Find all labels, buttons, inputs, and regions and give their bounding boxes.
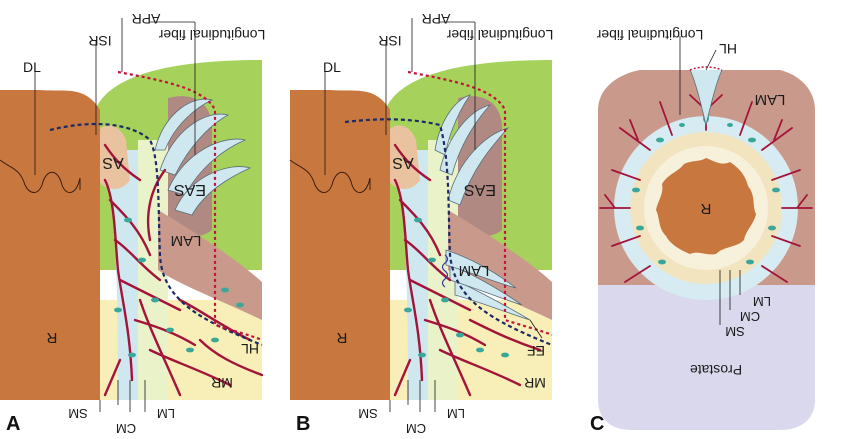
panel-a-label-r: R <box>46 329 57 346</box>
panel-c-rectum <box>656 158 756 255</box>
panel-a-label-dl: DL <box>23 59 41 75</box>
panel-b-levator <box>448 210 552 320</box>
panel-a-vessels <box>103 143 264 397</box>
panel-c-hiatal-ligament <box>689 69 723 126</box>
panel-a-letter: A <box>6 413 20 435</box>
panel-b-pointer-lines <box>324 18 543 412</box>
panel-b-label-cm: CM <box>406 421 426 436</box>
panel-a-label-mr: MR <box>211 375 233 391</box>
panel-a-pointer-lines <box>34 18 196 412</box>
panel-a-longitudinal-fibers <box>154 98 252 216</box>
panel-c-hl-dotted <box>689 66 723 71</box>
panel-b-label-apr: APR <box>422 11 451 27</box>
panel-b-labels: APR ISR Longitudinal fiber DL AS EAS LAM… <box>296 11 553 436</box>
panel-b-label-r: R <box>336 329 347 346</box>
panel-a: APR ISR Longitudinal fiber DL AS EAS LAM… <box>0 11 265 436</box>
panel-b-rectum <box>290 90 390 400</box>
panel-a-labels: APR ISR Longitudinal fiber DL AS EAS LAM… <box>6 11 265 436</box>
panel-a-label-apr: APR <box>132 11 161 27</box>
panel-a-fiber-dots <box>114 217 244 358</box>
panel-b-dashed-boundary <box>344 118 553 347</box>
panel-b-label-sm: SM <box>358 406 378 421</box>
panel-b-mucosa-folds <box>289 159 371 193</box>
panel-c-labels: Longitudinal fiber HL LAM R LM CM SM Pro… <box>590 27 785 435</box>
panel-a-apr-line <box>117 70 263 342</box>
panel-a-levator <box>158 210 262 320</box>
panel-a-dashed-boundary <box>49 122 263 347</box>
panel-b-label-lam: LAM <box>459 262 490 279</box>
panel-c-label-lm: LM <box>753 294 771 309</box>
panel-a-label-lm: LM <box>157 406 175 421</box>
panel-a-longitudinal-muscle <box>138 140 168 400</box>
panel-b-label-dl: DL <box>323 59 341 75</box>
panel-a-label-lam: LAM <box>171 232 202 249</box>
panel-b-label-ef: EF <box>527 343 545 359</box>
panel-c-label-hl: HL <box>719 41 737 57</box>
panel-b-as <box>383 125 420 190</box>
panel-b-wavy-fiber <box>441 254 449 288</box>
panel-b-longitudinal-fibers <box>434 94 531 321</box>
panel-a-label-isr: ISR <box>88 33 111 49</box>
panel-c-label-longitudinal-fiber: Longitudinal fiber <box>596 27 703 43</box>
panel-c-label-sm: SM <box>725 324 745 339</box>
panel-c-label-cm: CM <box>740 309 760 324</box>
panel-b-letter: B <box>296 413 310 435</box>
panel-b-label-longitudinal-fiber: Longitudinal fiber <box>446 27 553 43</box>
panel-a-label-longitudinal-fiber: Longitudinal fiber <box>158 27 265 43</box>
panel-b: APR ISR Longitudinal fiber DL AS EAS LAM… <box>289 11 553 436</box>
panel-c-label-prostate: Prostate <box>690 362 742 378</box>
panel-c-letter: C <box>590 413 604 435</box>
panel-b-label-as: AS <box>392 154 413 171</box>
panel-b-fiber-dots <box>404 217 509 358</box>
panel-c-vessels <box>599 89 813 283</box>
panel-a-rectum <box>0 90 100 400</box>
panel-a-label-sm: SM <box>68 406 88 421</box>
panel-c-label-lam: LAM <box>755 91 786 108</box>
panel-b-vessels <box>393 143 542 397</box>
panel-a-label-as: AS <box>102 154 123 171</box>
panel-c: Longitudinal fiber HL LAM R LM CM SM Pro… <box>590 27 815 435</box>
panel-a-label-cm: CM <box>116 421 136 436</box>
panel-c-pointer-lines <box>679 36 741 325</box>
panel-a-mucosa-folds <box>0 159 81 193</box>
panel-a-as <box>93 125 130 190</box>
panel-c-label-r: R <box>700 200 711 217</box>
panel-b-label-isr: ISR <box>378 33 401 49</box>
panel-a-label-hl: HL <box>241 341 259 357</box>
panel-c-prostate <box>598 285 815 430</box>
panel-b-label-eas: EAS <box>464 181 496 198</box>
panel-b-label-lm: LM <box>447 406 465 421</box>
panel-b-label-mr: MR <box>524 375 546 391</box>
panel-a-label-eas: EAS <box>174 181 206 198</box>
panel-b-longitudinal-muscle <box>428 140 458 400</box>
